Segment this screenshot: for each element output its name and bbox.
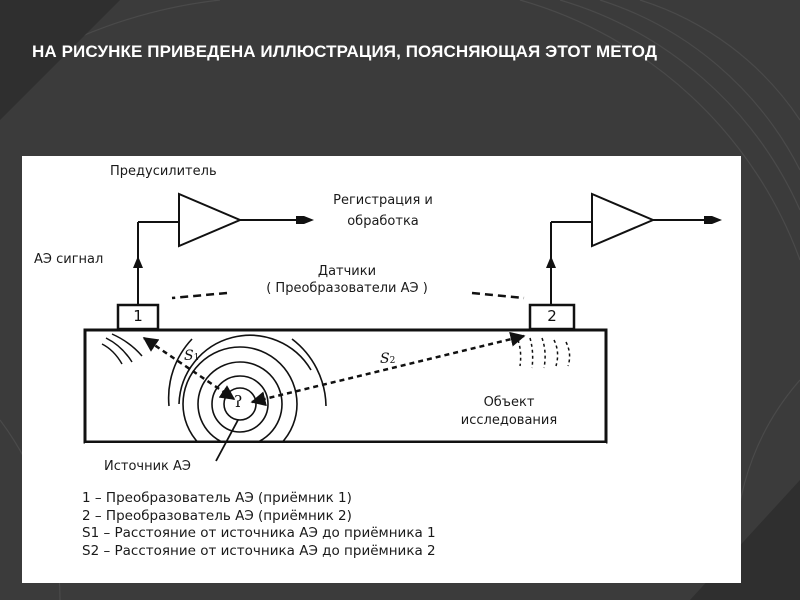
s1-distance-line bbox=[142, 336, 236, 401]
s1-label: S1 bbox=[184, 348, 200, 364]
sensor-2 bbox=[528, 303, 576, 331]
legend-line-4: S2 – Расстояние от источника АЭ до приём… bbox=[82, 542, 436, 559]
ae-signal-label: АЭ сигнал bbox=[34, 252, 104, 267]
slide-title: НА РИСУНКЕ ПРИВЕДЕНА ИЛЛЮСТРАЦИЯ, ПОЯСНЯ… bbox=[32, 42, 658, 61]
s2-distance-line bbox=[250, 331, 526, 407]
source-label: Источник АЭ bbox=[104, 459, 191, 474]
sensors-label-line-1: Датчики bbox=[317, 264, 377, 279]
processing-label-line-2: обработка bbox=[347, 214, 419, 229]
sensor-2-number: 2 bbox=[547, 307, 557, 325]
preamp-1 bbox=[178, 192, 243, 248]
source-symbol: ʔ bbox=[234, 392, 243, 411]
sensors-label-line-2: ( Преобразователи АЭ ) bbox=[266, 281, 428, 296]
sensor-1 bbox=[116, 303, 160, 331]
processing-label-line-1: Регистрация и bbox=[333, 193, 433, 208]
legend-line-2: 2 – Преобразователь АЭ (приёмник 2) bbox=[82, 507, 352, 524]
ae-method-figure: Предусилитель Регистрация и обработка АЭ… bbox=[22, 156, 741, 583]
legend: 1 – Преобразователь АЭ (приёмник 1) 2 – … bbox=[82, 490, 722, 560]
sensor-1-number: 1 bbox=[133, 307, 143, 325]
preamp-2 bbox=[591, 192, 656, 248]
wave-near-sensor-1 bbox=[101, 333, 143, 365]
s2-label: S2 bbox=[380, 351, 396, 367]
legend-line-1: 1 – Преобразователь АЭ (приёмник 1) bbox=[82, 490, 352, 506]
diagram-drawing bbox=[83, 192, 722, 463]
object-label-line-1: Объект bbox=[483, 395, 535, 410]
legend-line-3: S1 – Расстояние от источника АЭ до приём… bbox=[82, 525, 436, 542]
preamp-label: Предусилитель bbox=[110, 164, 217, 179]
object-label-line-2: исследования bbox=[460, 413, 558, 428]
